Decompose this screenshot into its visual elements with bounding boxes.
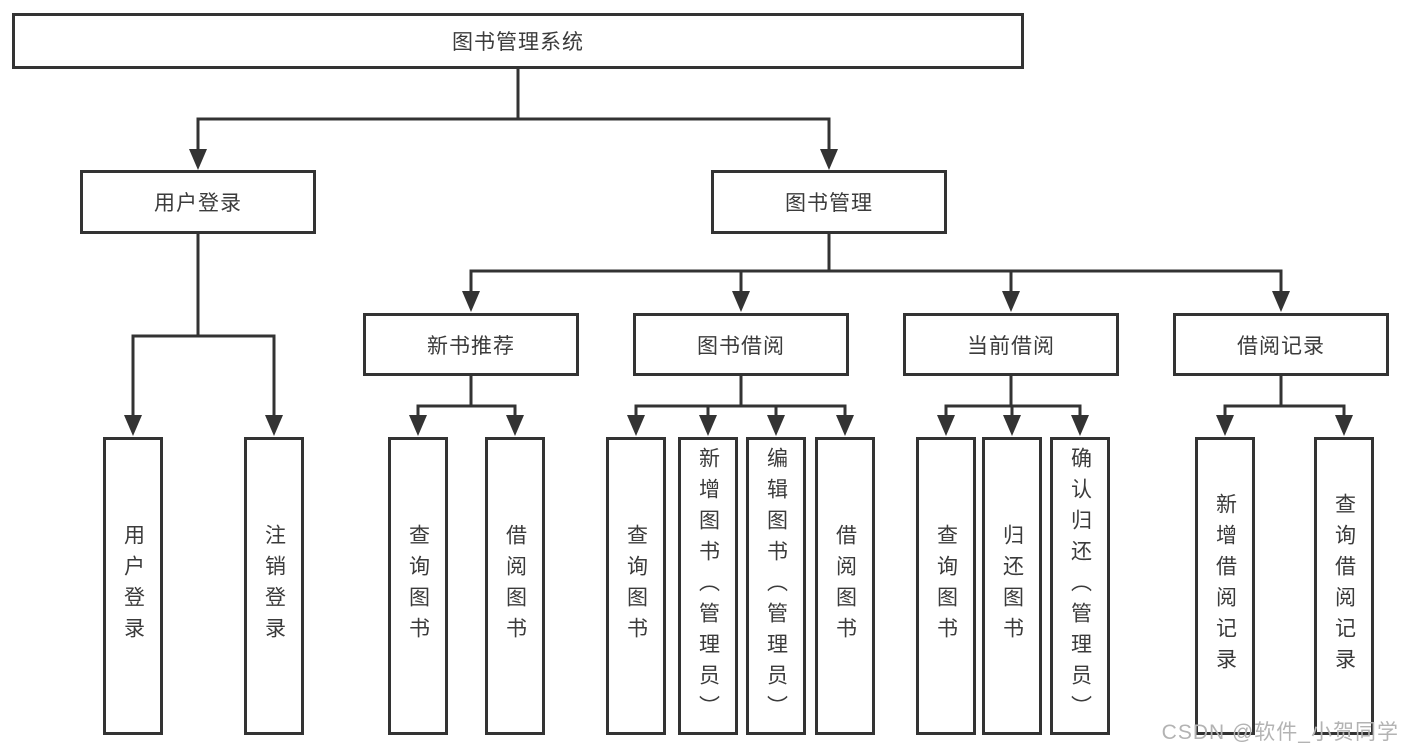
node-book-management-label: 图书管理 xyxy=(785,192,873,215)
node-current-borrow-label: 当前借阅 xyxy=(967,334,1055,358)
leaf-borrow-books-2-label: 借阅图书 xyxy=(833,524,857,648)
node-library-system: 图书管理系统 xyxy=(12,13,1024,69)
leaf-return-books: 归还图书 xyxy=(982,437,1042,735)
leaf-add-book-admin: 新增图书（管理员） xyxy=(678,437,738,735)
leaf-query-books-2: 查询图书 xyxy=(606,437,666,735)
leaf-user-login-label: 用户登录 xyxy=(121,524,145,648)
leaf-query-books-3-label: 查询图书 xyxy=(934,524,958,648)
node-borrow-records-label: 借阅记录 xyxy=(1237,334,1325,358)
leaf-return-books-label: 归还图书 xyxy=(1000,524,1024,648)
leaf-add-book-admin-label: 新增图书（管理员） xyxy=(696,446,720,726)
leaf-confirm-return-admin: 确认归还（管理员） xyxy=(1050,437,1110,735)
watermark: CSDN @软件_小贺同学 xyxy=(1161,721,1399,744)
node-borrow-records: 借阅记录 xyxy=(1173,313,1389,376)
leaf-query-books: 查询图书 xyxy=(388,437,448,735)
leaf-edit-book-admin-label: 编辑图书（管理员） xyxy=(764,446,788,726)
node-book-borrow-label: 图书借阅 xyxy=(697,334,785,358)
node-new-book-recommend: 新书推荐 xyxy=(363,313,579,376)
leaf-query-books-label: 查询图书 xyxy=(406,524,430,648)
leaf-confirm-return-admin-label: 确认归还（管理员） xyxy=(1068,446,1092,726)
leaf-logout-label: 注销登录 xyxy=(262,524,286,648)
node-user-login-label: 用户登录 xyxy=(154,192,242,215)
node-book-management: 图书管理 xyxy=(711,170,947,234)
leaf-add-borrow-record-label: 新增借阅记录 xyxy=(1213,493,1237,679)
leaf-query-borrow-record: 查询借阅记录 xyxy=(1314,437,1374,735)
leaf-query-books-2-label: 查询图书 xyxy=(624,524,648,648)
leaf-query-books-3: 查询图书 xyxy=(916,437,976,735)
leaf-borrow-books-2: 借阅图书 xyxy=(815,437,875,735)
leaf-user-login: 用户登录 xyxy=(103,437,163,735)
leaf-edit-book-admin: 编辑图书（管理员） xyxy=(746,437,806,735)
leaf-borrow-books: 借阅图书 xyxy=(485,437,545,735)
node-library-system-label: 图书管理系统 xyxy=(452,31,584,54)
node-user-login: 用户登录 xyxy=(80,170,316,234)
leaf-query-borrow-record-label: 查询借阅记录 xyxy=(1332,493,1356,679)
leaf-logout: 注销登录 xyxy=(244,437,304,735)
node-new-book-recommend-label: 新书推荐 xyxy=(427,334,515,358)
node-current-borrow: 当前借阅 xyxy=(903,313,1119,376)
node-book-borrow: 图书借阅 xyxy=(633,313,849,376)
leaf-add-borrow-record: 新增借阅记录 xyxy=(1195,437,1255,735)
leaf-borrow-books-label: 借阅图书 xyxy=(503,524,527,648)
